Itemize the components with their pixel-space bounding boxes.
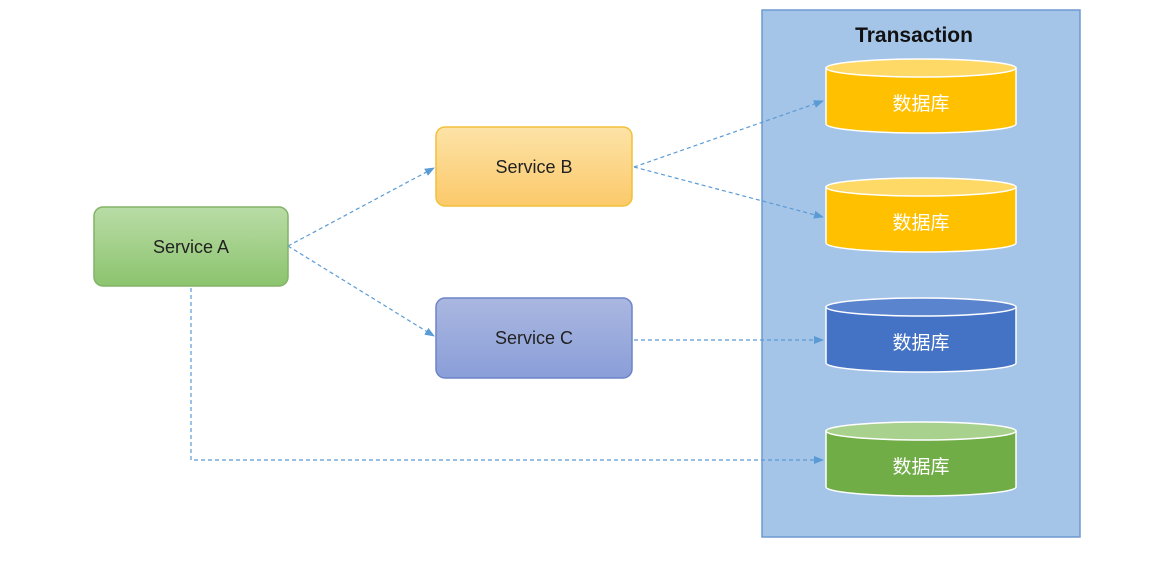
edge-a-to-c	[287, 245, 435, 337]
edge-b-to-db1	[633, 100, 824, 168]
edges	[190, 100, 824, 464]
edge-a-to-db4	[190, 288, 824, 464]
database-4-label: 数据库	[892, 456, 949, 478]
database-1-label: 数据库	[892, 93, 949, 115]
database-2-label: 数据库	[892, 212, 949, 234]
service-b-label: Service B	[495, 157, 572, 177]
database-4[interactable]: 数据库	[825, 421, 1017, 497]
database-3[interactable]: 数据库	[825, 297, 1017, 373]
database-3-label: 数据库	[892, 332, 949, 354]
edge-a-to-b	[287, 167, 435, 247]
transaction-title: Transaction	[855, 24, 973, 47]
service-a-node[interactable]: Service A	[93, 206, 289, 287]
service-b-node[interactable]: Service B	[435, 126, 633, 207]
database-2[interactable]: 数据库	[825, 177, 1017, 253]
service-c-label: Service C	[495, 328, 573, 348]
databases: 数据库 数据库 数据库 数据库	[825, 58, 1017, 497]
service-a-label: Service A	[153, 237, 229, 257]
database-1[interactable]: 数据库	[825, 58, 1017, 134]
service-c-node[interactable]: Service C	[435, 297, 633, 379]
edge-b-to-db2	[633, 166, 824, 219]
